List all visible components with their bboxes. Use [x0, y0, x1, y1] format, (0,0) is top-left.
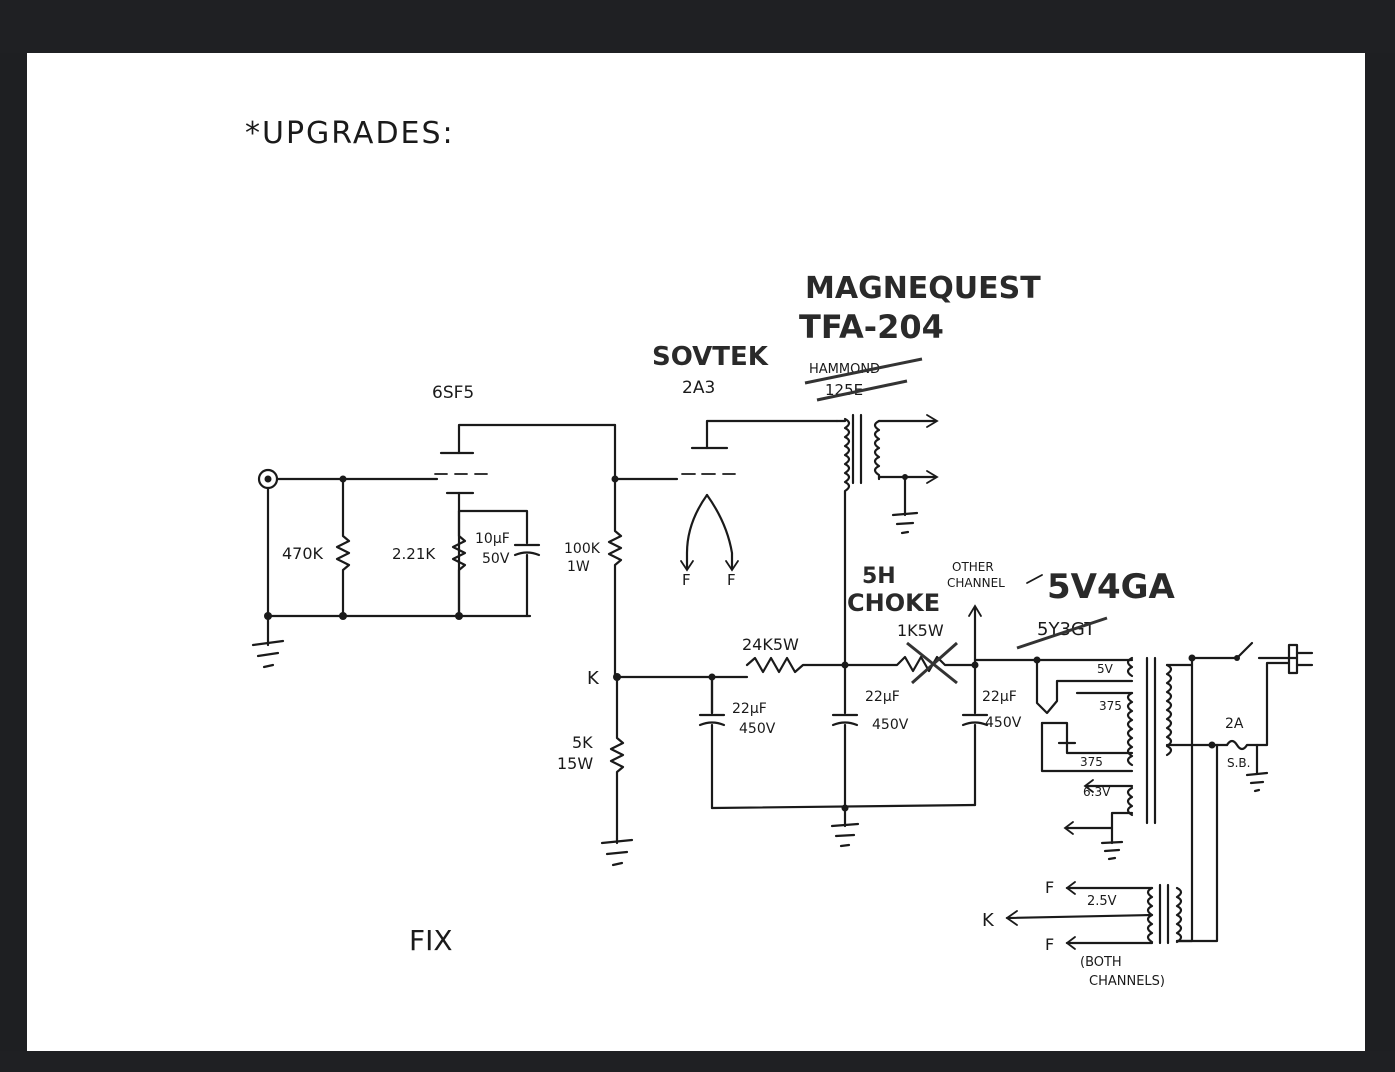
label-100k: 100K: [564, 541, 601, 557]
label-channels: CHANNELS): [1089, 974, 1165, 989]
label-375-b: 375: [1080, 755, 1103, 769]
label-f-bottom: F: [1045, 935, 1054, 954]
label-6-3v: 6.3V: [1083, 785, 1111, 799]
label-hammond: HAMMOND: [809, 362, 880, 377]
label-5v4ga: 5V4GA: [1047, 567, 1176, 607]
label-k-node: K: [587, 668, 600, 689]
label-sovtek: SOVTEK: [652, 342, 769, 372]
schematic-sheet: *UPGRADES: 470K 6SF5 2.21K 10µF 50V: [27, 53, 1365, 1051]
label-125e: 125E: [825, 381, 863, 399]
viewer-top-bar: [0, 0, 1395, 53]
label-k-filament: K: [982, 910, 995, 931]
filament-transformer: [1146, 663, 1219, 945]
label-filament-f1: F: [682, 571, 691, 589]
resistor-470k: [335, 477, 351, 618]
label-f-top: F: [1045, 878, 1054, 897]
label-2-5v: 2.5V: [1087, 894, 1117, 909]
label-2a-fuse: 2A: [1225, 716, 1244, 732]
power-transformer-secondary: [1126, 656, 1157, 825]
label-6sf5: 6SF5: [432, 383, 474, 403]
label-15w: 15W: [557, 754, 593, 773]
power-transformer-primary: [1165, 656, 1239, 757]
label-c2-22uf: 22µF: [865, 689, 900, 705]
label-1w: 1W: [567, 559, 590, 575]
label-magnequest: MAGNEQUEST: [805, 271, 1041, 306]
label-c1-450v: 450V: [739, 721, 776, 737]
schematic-diagram: *UPGRADES: 470K 6SF5 2.21K 10µF 50V: [245, 116, 1314, 989]
label-5v-tap: 5V: [1097, 662, 1114, 676]
capacitor-22uf-2: [831, 663, 859, 810]
ground-symbol-cathode: [600, 837, 634, 867]
label-2-21k: 2.21K: [392, 545, 436, 563]
footer-note: FIX: [409, 924, 453, 957]
label-both: (BOTH: [1080, 955, 1122, 970]
viewer-bottom-bar: [0, 1051, 1395, 1072]
input-jack: [257, 468, 279, 490]
label-24k5w: 24K5W: [742, 635, 799, 654]
label-c1-22uf: 22µF: [732, 701, 767, 717]
output-transformer: [835, 413, 939, 535]
label-5h: 5H: [862, 564, 896, 589]
label-375-a: 375: [1099, 699, 1122, 713]
label-5y3gt: 5Y3GT: [1037, 619, 1096, 640]
ground-symbol-filter: [830, 806, 860, 848]
resistor-5k: [609, 675, 625, 841]
resistor-2-21k: [451, 509, 467, 618]
ground-symbol-input: [251, 614, 285, 669]
tube-6sf5: [434, 423, 617, 618]
label-tfa-204: TFA-204: [799, 308, 944, 346]
tube-2a3: [680, 419, 839, 572]
label-10uf: 10µF: [475, 531, 510, 547]
capacitor-22uf-1: [698, 675, 726, 810]
label-5k: 5K: [572, 733, 593, 752]
label-c3-450v: 450V: [985, 715, 1022, 731]
label-2a3: 2A3: [682, 378, 715, 398]
label-sb: S.B.: [1227, 756, 1250, 770]
label-choke: CHOKE: [847, 589, 940, 617]
label-channel: CHANNEL: [947, 576, 1005, 590]
capacitor-22uf-3: [961, 663, 989, 807]
label-470k: 470K: [282, 544, 324, 563]
label-c3-22uf: 22µF: [982, 689, 1017, 705]
label-other: OTHER: [952, 560, 994, 574]
label-50v: 50V: [482, 551, 510, 567]
label-filament-f2: F: [727, 571, 736, 589]
resistor-100k: [607, 477, 623, 679]
label-c2-450v: 450V: [872, 717, 909, 733]
label-1k5w: 1K5W: [897, 621, 944, 640]
page-title: *UPGRADES:: [245, 116, 455, 151]
